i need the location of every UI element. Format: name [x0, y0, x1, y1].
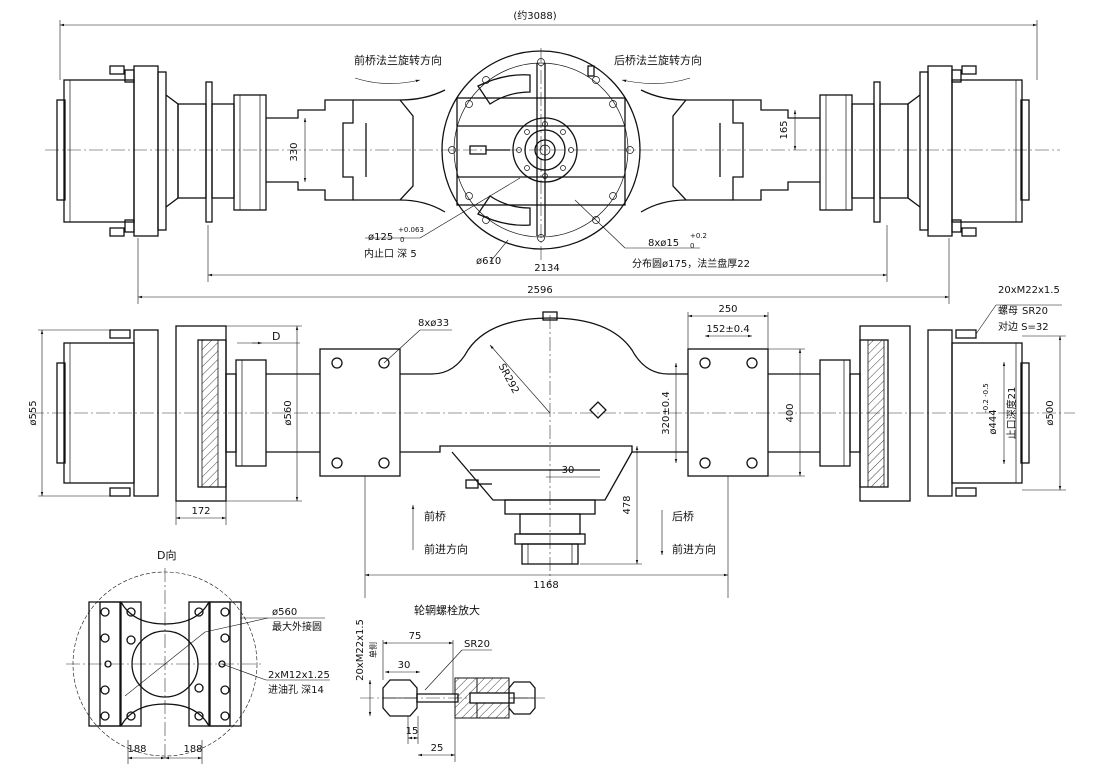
view-d-title: D向: [157, 548, 176, 562]
oil-holes-note: 进油孔 深14: [268, 683, 324, 696]
dim-165: 165: [779, 120, 790, 139]
dim-2134: 2134: [534, 263, 559, 274]
pilot-note: 内止口 深 5: [364, 247, 417, 260]
holes-8x15: 8xø15: [648, 238, 679, 249]
bolt-detail-title: 轮辋螺栓放大: [414, 603, 480, 617]
front-direction-label: 前进方向: [424, 542, 468, 556]
dim-444: ø444: [988, 409, 999, 434]
bolt-thread-sub: 单侧: [368, 642, 378, 658]
dim-25: 25: [431, 743, 444, 754]
dim-30-side: 30: [562, 465, 575, 476]
differential-housing-top: [441, 50, 641, 250]
overall-length-dim: (约3088): [513, 9, 556, 22]
front-flange-rotation-note: 前桥法兰旋转方向: [354, 53, 442, 67]
oil-holes-spec: 2xM12x1.25: [268, 670, 330, 681]
sr292-label: SR292: [496, 362, 521, 396]
dim-555: ø555: [28, 400, 39, 425]
view-d-marker: D: [272, 330, 280, 343]
holes-tol-up: +0.2: [690, 232, 707, 240]
view-d: D向 ø560 最大外接圆 2xM12x1.25 进油孔 深1: [66, 548, 330, 764]
nut-spec: 20xM22x1.5: [998, 285, 1060, 296]
dim-172: 172: [191, 506, 210, 517]
front-axle-label: 前桥: [424, 509, 446, 523]
pilot-tol-low: 0: [400, 236, 404, 244]
dim-500: ø500: [1045, 400, 1056, 425]
pilot-diameter: ø125: [368, 232, 393, 243]
dim-188-left: 188: [127, 744, 146, 755]
bolt-circle-note: 分布圆ø175，法兰盘厚22: [632, 257, 750, 270]
nut-label: 螺母: [998, 305, 1018, 317]
dim-15: 15: [406, 726, 419, 737]
dim-444-depth: 止口深度21: [1005, 387, 1018, 440]
pilot-tol-up: +0.063: [398, 226, 424, 234]
bolt-sr20: SR20: [464, 639, 490, 650]
dim-30-bolt: 30: [398, 660, 411, 671]
dim-478: 478: [622, 495, 633, 514]
dim-560-side: ø560: [283, 400, 294, 425]
view-d-note: 最大外接圆: [272, 620, 322, 633]
dim-188-right: 188: [183, 744, 202, 755]
dim-444-tol: -0.2 -0.5: [982, 383, 990, 413]
holes-8x33: 8xø33: [418, 318, 449, 329]
dim-330: 330: [289, 142, 300, 161]
bolt-detail: 轮辋螺栓放大 20xM22x1.5 单侧 75 30 SR20 15 25: [355, 603, 545, 762]
view-d-diameter: ø560: [272, 607, 297, 618]
top-view: (约3088) 2134 2596 330 165 前桥法兰旋转方向 后桥法兰旋…: [45, 9, 1060, 304]
bolt-thread-spec: 20xM22x1.5: [355, 619, 366, 681]
rear-axle-label: 后桥: [672, 510, 694, 523]
left-wheel-end-top: [56, 65, 267, 237]
right-wheel-end-top: [819, 65, 1030, 237]
front-view: ø555 ø560 172 D 250 152±0.4 400 320±0.4 …: [28, 285, 1075, 598]
dim-320: 320±0.4: [661, 391, 672, 434]
dim-400: 400: [785, 403, 796, 422]
rear-flange-rotation-note: 后桥法兰旋转方向: [614, 53, 702, 67]
dim-1168: 1168: [533, 580, 558, 591]
dim-152: 152±0.4: [706, 324, 749, 335]
rear-direction-label: 前进方向: [672, 542, 716, 556]
dim-2596: 2596: [527, 285, 552, 296]
holes-tol-low: 0: [690, 242, 694, 250]
nut-sr: SR20: [1022, 306, 1048, 317]
nut-across-flats: 对边 S=32: [998, 320, 1049, 333]
dim-250: 250: [718, 304, 737, 315]
housing-diameter-610: ø610: [476, 256, 501, 267]
dim-75: 75: [409, 631, 422, 642]
